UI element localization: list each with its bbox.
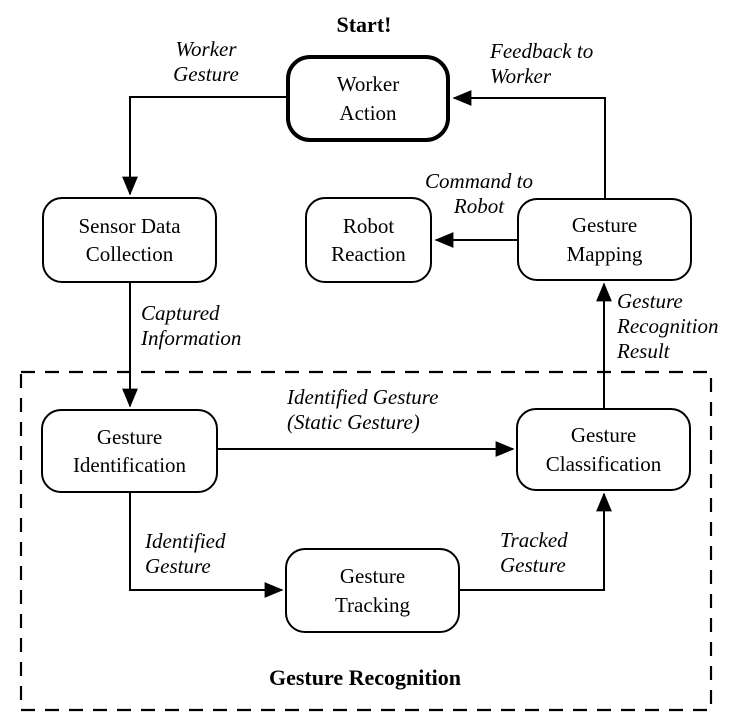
node-gesture-tracking: Gesture Tracking: [285, 548, 460, 633]
gesture-recognition-group-label: Gesture Recognition: [268, 665, 462, 690]
node-robot-reaction: Robot Reaction: [305, 197, 432, 283]
edge-feedback-to-worker: [452, 90, 606, 198]
edge-label-feedback-to-worker: Feedback to Worker: [490, 39, 594, 89]
edge-tracked-gesture: [460, 492, 612, 591]
edge-identified-gesture: [129, 493, 284, 598]
node-worker-action: Worker Action: [286, 55, 450, 142]
edge-label-identified-gesture: Identified Gesture: [145, 529, 226, 579]
edge-label-command-to-robot: Command to Robot: [425, 169, 533, 219]
node-sensor-data-collection: Sensor Data Collection: [42, 197, 217, 283]
edge-label-captured-information: Captured Information: [141, 301, 242, 351]
edge-worker-gesture: [122, 96, 286, 196]
edge-label-worker-gesture: Worker Gesture: [173, 37, 239, 87]
node-gesture-identification: Gesture Identification: [41, 409, 218, 493]
edge-label-identified-static-gesture: Identified Gesture (Static Gesture): [287, 385, 439, 435]
edge-label-gesture-recognition-result: Gesture Recognition Result: [617, 289, 719, 364]
gesture-recognition-group-border: [19, 370, 713, 712]
start-label: Start!: [336, 12, 392, 37]
edge-label-tracked-gesture: Tracked Gesture: [500, 528, 568, 578]
node-gesture-classification: Gesture Classification: [516, 408, 691, 491]
node-gesture-mapping: Gesture Mapping: [517, 198, 692, 281]
